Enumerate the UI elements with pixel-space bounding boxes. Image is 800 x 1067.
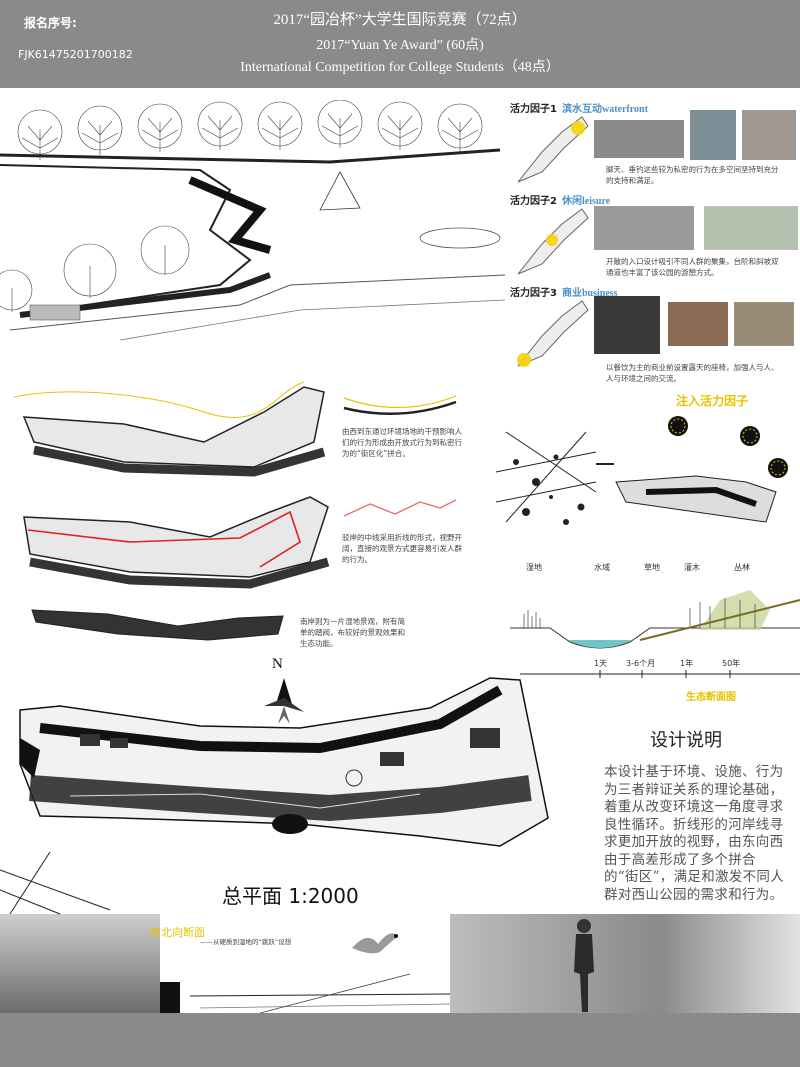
factor-3-plan-detail [594, 296, 660, 354]
factor-2-label: 活力因子2 [510, 196, 557, 207]
footer-bar [0, 1013, 800, 1067]
title-line-2: 2017“Yuan Ye Award” (60点) [316, 38, 484, 53]
analysis-line-1 [340, 388, 460, 424]
vitality-factor-2: 活力因子2 休闲leisure 开敞的入口设计吸引不同人群的聚集，台阶和斜坡双通… [506, 190, 800, 282]
timeline-3-6-months: 3-6个月 [626, 659, 656, 668]
inject-diagram [496, 416, 788, 525]
factor-2-note: 开敞的入口设计吸引不同人群的聚集，台阶和斜坡双通道也丰富了该公园的游憩方式。 [606, 257, 779, 277]
factor-2-name: 休闲leisure [562, 196, 611, 207]
section-subtitle: ——从硬质到湿地的“跳跃”设想 [200, 938, 292, 946]
eco-timeline-labels: 1天 3-6个月 1年 50年 [510, 658, 800, 672]
analysis-note-3: 南岸则为一片湿地景观，附有简单的踏阀，布较好的景观效果和生态功能。 [300, 617, 405, 648]
factor-2-plan-detail [594, 206, 694, 250]
crane-icon [352, 933, 398, 954]
factor-3-label: 活力因子3 [510, 288, 557, 299]
factor-3-photo-a [668, 302, 728, 346]
factor-3-site-map [517, 300, 589, 367]
section-title: 南北向断面 [150, 926, 205, 939]
habitat-water: 水域 [594, 563, 610, 572]
habitat-wetland: 湿地 [526, 563, 542, 572]
analysis-plan-3 [31, 609, 284, 641]
timeline-50-years: 50年 [722, 659, 741, 668]
factor-2-site-map [517, 208, 589, 275]
section-lines [0, 851, 111, 915]
inject-title: 注入活力因子 [676, 394, 749, 408]
eco-habitat-labels: 湿地 水域 草地 灌木 丛林 [508, 562, 800, 576]
eco-section-drawing [510, 590, 800, 678]
description-body: 本设计基于环境、设施、行为为三者辩证关系的理论基础，着重从改变环境这一角度寻求良… [604, 764, 785, 903]
timeline-1-day: 1天 [594, 659, 608, 668]
analysis-plan-1 [13, 381, 326, 477]
person-silhouette [574, 919, 594, 1012]
title-line-1: 2017“园冶杯”大学生国际竞赛（72点） [273, 12, 527, 28]
factor-2-render [704, 206, 798, 250]
title-line-3: International Competition for College St… [240, 60, 560, 75]
section-center [160, 914, 450, 1013]
analysis-note-2: 驳岸的中线采用折线的形式，视野开阔，直接的观景方式更容易引发人群的行为。 [342, 533, 462, 564]
habitat-shrub: 灌木 [684, 563, 700, 572]
factor-1-site-map [517, 116, 589, 183]
registration-label: 报名序号: [24, 16, 77, 30]
analysis-note-1: 由西到东通过环境场地的干预影响人们的行为形成由开放式行为到私密行为的“街区化”拼… [342, 427, 462, 458]
street-photo [0, 914, 160, 1013]
habitat-forest: 丛林 [734, 563, 750, 572]
factor-3-photo-b [734, 302, 794, 346]
north-label: N [272, 656, 283, 672]
analysis-plan-2 [23, 496, 330, 589]
factor-1-photo-a [594, 120, 684, 158]
factor-1-note: 脚天、垂钓这些较为私密的行为在多空间坚持到充分的支持和满足。 [606, 165, 779, 185]
timeline-1-year: 1年 [680, 659, 694, 668]
tree-row [0, 100, 483, 312]
factor-3-name: 商业business [562, 288, 618, 299]
factor-1-photo-c [742, 110, 796, 160]
factor-3-note: 以餐饮为主的商业前设置露天的座椅，加强人与人、人与环境之间的交流。 [606, 363, 779, 383]
perspective-drawing [0, 100, 505, 341]
wetland-photo [450, 914, 800, 1013]
north-arrow-icon [264, 678, 304, 724]
factor-1-label: 活力因子1 [510, 104, 557, 115]
analysis-line-2 [340, 496, 460, 530]
vitality-factor-1: 活力因子1 滨水互动waterfront 脚天、垂钓这些较为私密的行为在多空间坚… [506, 98, 800, 190]
section-profile [160, 973, 450, 1013]
eco-section-title: 生态断面图 [686, 692, 736, 703]
factor-1-photo-b [690, 110, 736, 160]
master-plan [19, 677, 549, 847]
registration-number: FJK61475201700182 [18, 48, 133, 61]
vitality-factor-3: 活力因子3 商业business 以餐饮为主的商业前设置露天的座椅，加强人与人、… [506, 282, 800, 383]
habitat-grass: 草地 [644, 563, 660, 572]
header-bar: 报名序号: FJK61475201700182 2017“园冶杯”大学生国际竞赛… [0, 0, 800, 88]
master-plan-title: 总平面 1:2000 [222, 884, 359, 908]
description-title: 设计说明 [650, 730, 722, 751]
factor-1-name: 滨水互动waterfront [562, 104, 648, 115]
